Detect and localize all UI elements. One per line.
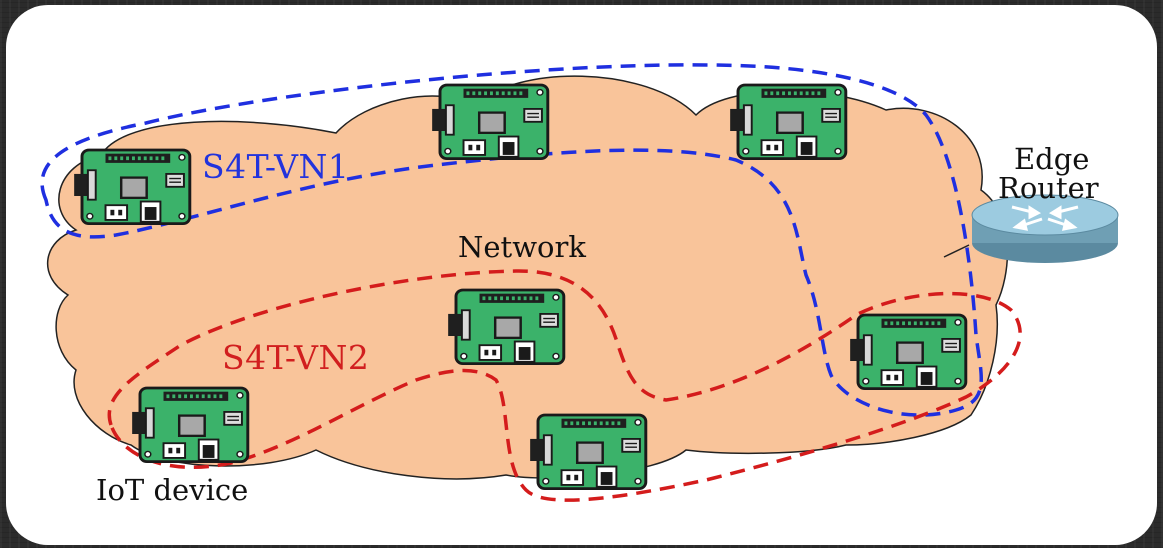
edge-router-label-line2: Router <box>998 171 1099 205</box>
iot-board-icon <box>848 313 968 391</box>
iot-board-icon <box>728 83 848 161</box>
iot-board-icon <box>72 148 192 226</box>
edge-router-icon <box>971 194 1119 263</box>
network-diagram: S4T-VN1 S4T-VN2 Network Edge Router IoT … <box>40 63 1119 507</box>
vn1-label: S4T-VN1 <box>202 147 349 186</box>
vn2-label: S4T-VN2 <box>222 338 369 377</box>
diagram-card: S4T-VN1 S4T-VN2 Network Edge Router IoT … <box>6 5 1157 545</box>
iot-board-icon <box>430 83 550 161</box>
iot-board-icon <box>446 288 566 366</box>
iot-board-icon <box>130 386 250 464</box>
edge-router-label-line1: Edge <box>1014 142 1089 176</box>
vn1-boundary <box>40 63 983 417</box>
iot-board-icon <box>528 413 648 491</box>
vn2-boundary <box>107 269 1022 502</box>
network-label: Network <box>458 230 586 264</box>
iot-device-label: IoT device <box>96 473 248 507</box>
router-link <box>943 244 970 258</box>
